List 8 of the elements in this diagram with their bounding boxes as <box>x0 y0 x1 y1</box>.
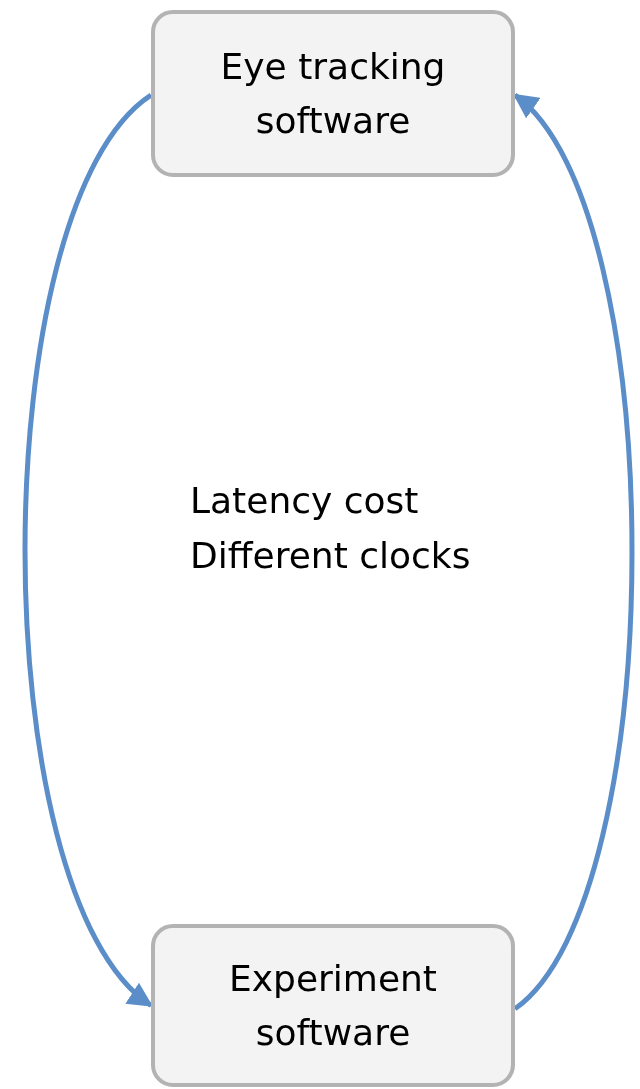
note-text: Different clocks <box>190 535 471 576</box>
curved-arrow <box>513 93 635 1011</box>
process-box <box>151 924 515 1087</box>
box-label: Eye tracking software <box>219 44 447 143</box>
process-box <box>151 10 515 177</box>
note-text: Latency cost <box>190 480 419 521</box>
curved-arrow <box>22 93 153 1008</box>
box-label: Experiment software <box>228 956 438 1055</box>
